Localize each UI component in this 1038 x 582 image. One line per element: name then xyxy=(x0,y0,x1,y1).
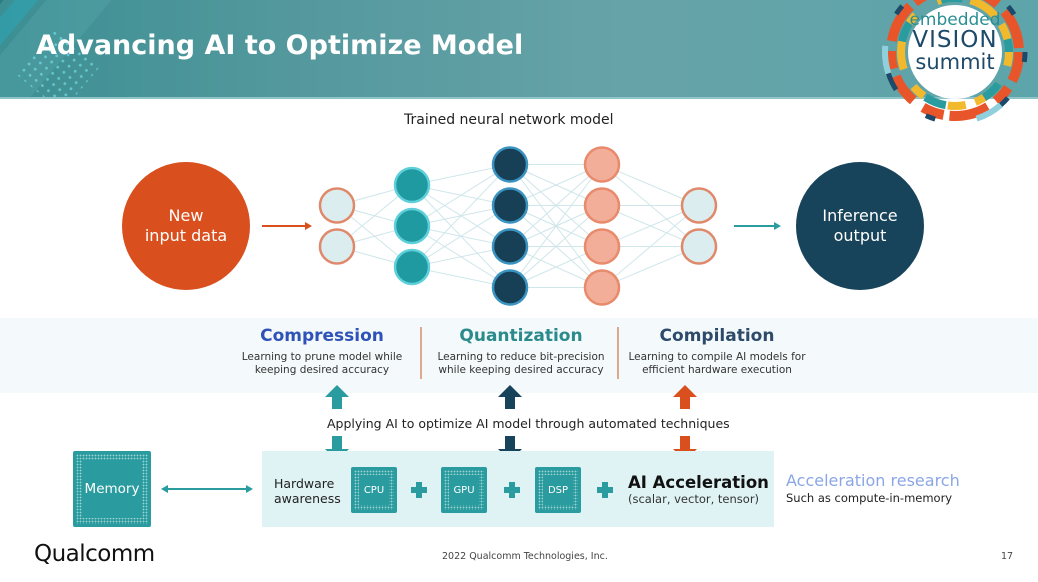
memory-double-arrow xyxy=(161,485,253,493)
network-node xyxy=(680,228,718,265)
evs-ring-thin2 xyxy=(882,0,1028,125)
network-edge xyxy=(601,205,700,288)
network-node xyxy=(491,269,529,306)
inference-output-label-line2: output xyxy=(833,226,887,245)
network-node xyxy=(318,187,356,224)
gpu-label: GPU xyxy=(453,484,475,496)
technique-desc-line2: keeping desired accuracy xyxy=(254,364,390,376)
acceleration-research-subtitle: Such as compute-in-memory xyxy=(786,491,953,505)
technique-desc-line1: Learning to prune model while xyxy=(241,351,403,363)
ai-acceleration-subtitle: (scalar, vector, tensor) xyxy=(628,492,760,506)
evs-logo-text-vision: VISION xyxy=(912,27,998,53)
evs-logo-text-summit: summit xyxy=(915,50,995,74)
gpu-chip: GPU xyxy=(441,467,487,513)
network-label: Trained neural network model xyxy=(404,112,614,128)
technique-quantization: Quantization Learning to reduce bit-prec… xyxy=(421,325,621,377)
cpu-chip: CPU xyxy=(351,467,397,513)
network-node xyxy=(583,187,621,224)
evs-logo-center xyxy=(908,5,1002,99)
technique-desc-line2: efficient hardware execution xyxy=(642,364,792,376)
evs-logo-text-embedded: embedded xyxy=(909,10,1001,30)
network-edge xyxy=(509,164,603,288)
network-edge xyxy=(411,164,511,227)
evs-logo-ring xyxy=(882,0,1028,125)
plus-icon xyxy=(411,482,427,498)
evs-ring-outer xyxy=(886,0,1024,121)
technique-compilation: Compilation Learning to compile AI model… xyxy=(617,325,817,377)
apply-ai-text: Applying AI to optimize AI model through… xyxy=(327,416,730,431)
input-arrow xyxy=(262,222,312,230)
copyright-text: 2022 Qualcomm Technologies, Inc. xyxy=(442,551,608,562)
acceleration-research: Acceleration research Such as compute-in… xyxy=(786,471,960,506)
network-edge xyxy=(509,164,603,247)
network-node xyxy=(583,269,621,306)
hardware-awareness-line2: awareness xyxy=(274,491,341,506)
techniques-band xyxy=(0,318,1038,393)
network-edge xyxy=(411,205,511,268)
header-divider xyxy=(0,97,1038,99)
technique-divider xyxy=(420,327,422,379)
evs-ring-thin xyxy=(882,0,1028,125)
inference-output-circle: Inference output xyxy=(796,162,924,290)
network-edge xyxy=(509,205,603,288)
technique-title: Compilation xyxy=(659,326,775,346)
technique-desc-line1: Learning to reduce bit-precision xyxy=(437,351,605,363)
qualcomm-logo: Qualcomm xyxy=(34,541,155,567)
hardware-awareness-label: Hardware awareness xyxy=(274,476,341,506)
network-node xyxy=(393,248,431,286)
network-node xyxy=(393,207,431,245)
network-edge xyxy=(411,164,511,268)
technique-compression: Compression Learning to prune model whil… xyxy=(222,325,422,377)
memory-label: Memory xyxy=(84,481,140,497)
header-band xyxy=(0,0,1038,98)
technique-desc-line2: while keeping desired accuracy xyxy=(438,364,604,376)
inference-output-label-line1: Inference xyxy=(822,206,898,225)
cpu-label: CPU xyxy=(363,484,385,496)
technique-divider xyxy=(617,327,619,379)
network-node xyxy=(318,228,356,265)
plus-icon xyxy=(504,482,520,498)
network-node xyxy=(491,228,529,265)
dsp-chip: DSP xyxy=(535,467,581,513)
page-title: Advancing AI to Optimize Model xyxy=(36,30,524,61)
output-arrow xyxy=(734,222,781,230)
network-node xyxy=(583,146,621,183)
ai-acceleration-title: AI Acceleration xyxy=(628,473,769,492)
hardware-awareness-line1: Hardware xyxy=(274,476,335,491)
input-data-circle: New input data xyxy=(122,162,250,290)
technique-title: Compression xyxy=(260,326,384,346)
memory-chip: Memory xyxy=(73,451,151,527)
page-number: 17 xyxy=(1001,551,1014,562)
compression-up-arrow xyxy=(325,385,349,409)
plus-icon xyxy=(597,482,613,498)
technique-title: Quantization xyxy=(459,326,583,346)
ai-acceleration: AI Acceleration (scalar, vector, tensor) xyxy=(628,473,769,506)
dsp-label: DSP xyxy=(547,484,569,496)
network-node xyxy=(680,187,718,224)
network-node xyxy=(583,228,621,265)
technique-desc-line1: Learning to compile AI models for xyxy=(628,351,806,363)
compilation-up-arrow xyxy=(673,385,697,409)
network-node xyxy=(491,187,529,224)
quantization-up-arrow xyxy=(498,385,522,409)
network-node xyxy=(393,166,431,204)
input-data-label-line2: input data xyxy=(144,226,228,245)
input-data-label-line1: New xyxy=(168,206,204,225)
evs-ring-mid2 xyxy=(897,0,1013,110)
network-node xyxy=(491,146,529,183)
network-nodes xyxy=(318,146,718,306)
acceleration-research-title: Acceleration research xyxy=(786,471,960,490)
